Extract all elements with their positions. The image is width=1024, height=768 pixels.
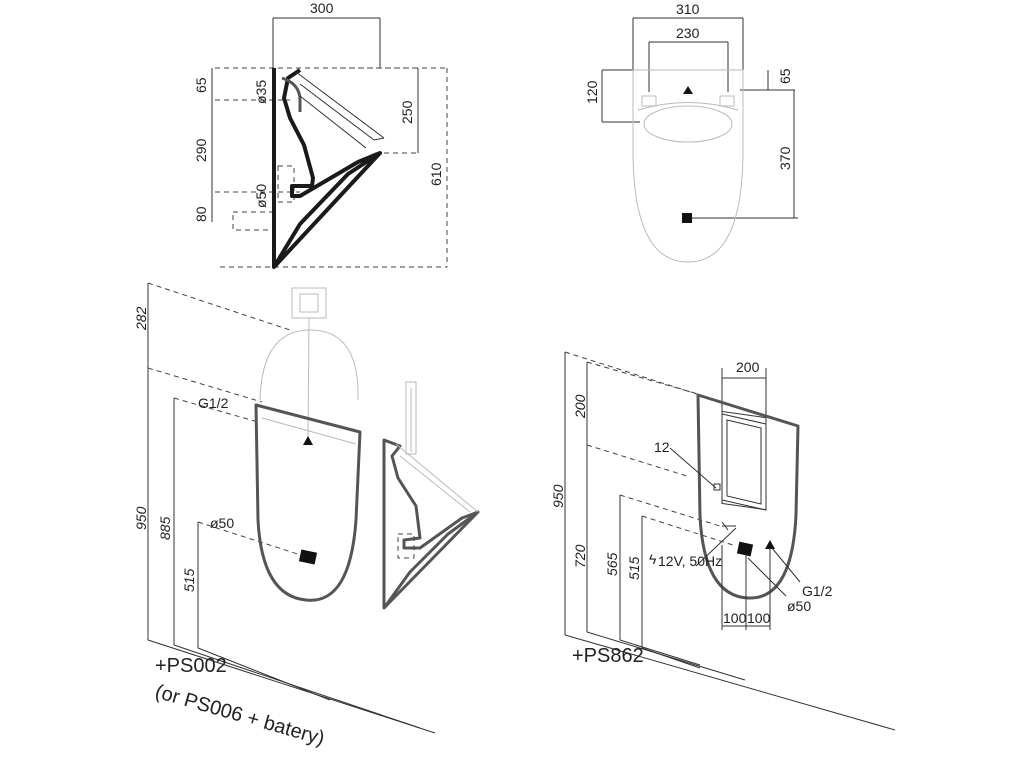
dim-565: 565 bbox=[604, 552, 620, 576]
dim-200-vertical: 200 bbox=[572, 394, 588, 419]
dim-65-front: 65 bbox=[777, 68, 793, 84]
drain-icon bbox=[682, 213, 692, 223]
iso-left-view: 282 950 885 515 G1/2 ø50 +PS002 (or PS00… bbox=[133, 282, 480, 750]
iso-left-inlet-icon bbox=[303, 436, 313, 445]
label-d50-left: ø50 bbox=[210, 515, 234, 531]
dim-250: 250 bbox=[399, 100, 415, 124]
front-view: 310 230 120 65 370 bbox=[584, 1, 798, 263]
iso-left-drain-icon bbox=[298, 549, 318, 565]
dim-310: 310 bbox=[676, 1, 700, 17]
dim-370: 370 bbox=[777, 146, 793, 170]
dim-300: 300 bbox=[310, 0, 334, 16]
dim-d50: ø50 bbox=[253, 184, 269, 208]
dim-515-left: 515 bbox=[181, 568, 197, 592]
dim-100-left: 100 bbox=[723, 610, 747, 626]
dim-885: 885 bbox=[157, 516, 173, 540]
dim-d35: ø35 bbox=[253, 80, 269, 104]
label-g12-right: G1/2 bbox=[802, 583, 833, 599]
label-g12-left: G1/2 bbox=[198, 395, 229, 411]
dim-230: 230 bbox=[676, 25, 700, 41]
dim-610: 610 bbox=[428, 162, 444, 186]
dim-200-top: 200 bbox=[736, 359, 760, 375]
iso-right-inlet-icon bbox=[765, 540, 775, 549]
side-view: 300 65 290 80 ø35 ø50 250 610 bbox=[193, 0, 448, 269]
label-lightning-icon: ϟ bbox=[649, 551, 657, 567]
dim-290: 290 bbox=[193, 138, 209, 162]
caption-ps002: +PS002 bbox=[155, 655, 227, 677]
dim-65: 65 bbox=[193, 77, 209, 93]
dim-120: 120 bbox=[584, 80, 600, 104]
label-d50-right: ø50 bbox=[787, 598, 811, 614]
dim-950-left: 950 bbox=[133, 506, 149, 530]
dim-720: 720 bbox=[572, 544, 588, 568]
dim-515-right: 515 bbox=[626, 556, 642, 580]
iso-right-drain-icon bbox=[736, 541, 754, 557]
caption-ps862: +PS862 bbox=[572, 645, 644, 667]
dim-282: 282 bbox=[133, 306, 149, 331]
label-power: 12V, 50Hz bbox=[658, 553, 722, 569]
label-12: 12 bbox=[654, 439, 670, 455]
caption-ps006: (or PS006 + batery) bbox=[153, 681, 327, 750]
dim-100-right: 100 bbox=[747, 610, 771, 626]
dim-950-right: 950 bbox=[550, 484, 566, 508]
dim-80: 80 bbox=[193, 206, 209, 222]
water-inlet-icon bbox=[683, 86, 693, 94]
iso-right-view: 950 200 720 565 515 200 12 ϟ 12V, 50Hz G… bbox=[550, 351, 896, 731]
